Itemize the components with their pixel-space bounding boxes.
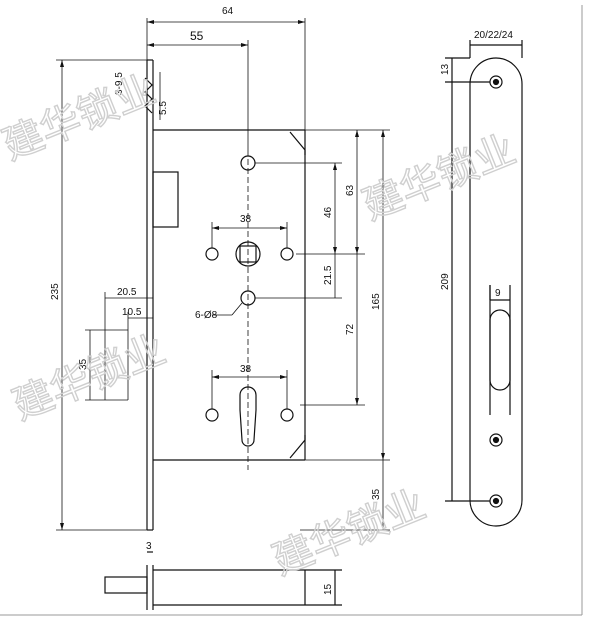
faceplate-view: [445, 40, 523, 527]
dim-38-bottom-label: 38: [240, 364, 252, 375]
dim-35-left-label: 35: [78, 358, 89, 370]
lock-body: [144, 59, 306, 531]
dim-9-label: 9: [495, 288, 501, 299]
dim-20-22-24-label: 20/22/24: [474, 30, 513, 41]
dim-20-5-label: 20.5: [117, 287, 137, 298]
watermarks: 建华锁业 建华锁业 建华锁业 建华锁业: [0, 66, 523, 585]
dim-15-label: 15: [323, 583, 334, 595]
dim-21-5-label: 21.5: [323, 265, 334, 285]
dim-35-bottom-label: 35: [371, 488, 382, 500]
main-dimension-lines: [56, 18, 390, 531]
dim-3-9-5-label: 3-9.5: [114, 72, 125, 95]
dim-3-label: 3: [146, 541, 152, 552]
right-cylinder-screw-hole: [280, 408, 294, 422]
watermark-4: 建华锁业: [267, 482, 433, 585]
dimension-arrows: [60, 20, 385, 530]
dim-46-label: 46: [323, 206, 334, 218]
cylinder-cutout: [239, 386, 257, 447]
dim-64-label: 64: [222, 6, 234, 17]
dim-165-label: 165: [371, 293, 382, 310]
dim-235-label: 235: [50, 283, 61, 300]
dim-38-top-label: 38: [240, 214, 252, 225]
right-spindle-screw-hole: [280, 247, 294, 261]
dim-72-label: 72: [345, 323, 356, 335]
dim-209-label: 209: [440, 273, 451, 290]
dim-55-label: 55: [190, 29, 204, 43]
dim-63-label: 63: [345, 184, 356, 196]
dim-13-label: 13: [440, 63, 451, 75]
bottom-profile: [104, 551, 342, 610]
lock-holes: [205, 155, 294, 447]
dim-6-phi8-label: 6-Ø8: [195, 310, 218, 321]
dim-5-5-label: 5.5: [158, 101, 169, 115]
left-cylinder-screw-hole: [205, 408, 219, 422]
watermark-2: 建华锁业: [357, 127, 523, 230]
watermark-1: 建华锁业: [0, 67, 162, 170]
dim-10-5-label: 10.5: [122, 307, 142, 318]
left-spindle-screw-hole: [205, 247, 219, 261]
